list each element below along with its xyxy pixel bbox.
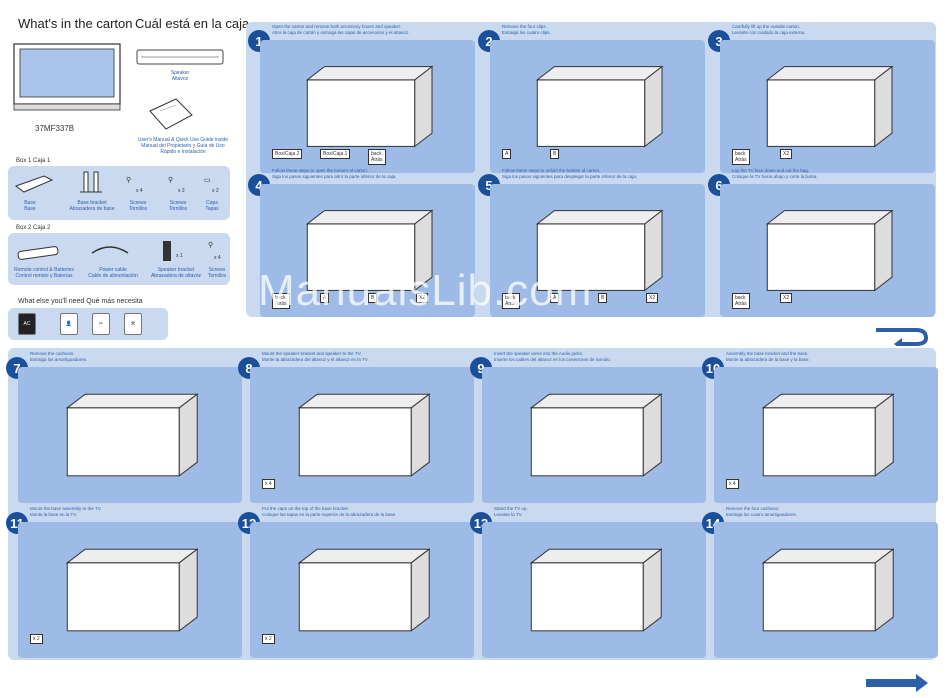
box2-title: Box 2 Caja 2	[16, 225, 51, 231]
need-panel: AC 👤 ✂ ⚒	[8, 308, 168, 340]
step-2-label: B	[550, 149, 560, 159]
screws-box2-label: Screws Tornillos	[207, 267, 227, 279]
step-6-label: back Atrás	[732, 293, 750, 309]
step-4-label: A	[320, 293, 330, 303]
screws-box2-count: x 4	[214, 255, 221, 261]
next-row-arrow-icon	[872, 322, 932, 351]
step-illustration-14	[714, 522, 938, 658]
screwdriver-icon: ⚒	[124, 313, 142, 335]
step-text-1: Open the carton and remove both accessor…	[272, 24, 410, 35]
step-text-11: Mount the base assembly to the TV. Monte…	[30, 506, 102, 517]
step-text-6: Lay the TV face down and cut the bag. Co…	[732, 168, 818, 179]
step-illustration-2	[490, 40, 705, 173]
base-bracket-label: Base bracket Abrazadera de base	[69, 200, 115, 212]
person-icon: 👤	[60, 313, 78, 335]
need-title: What else you'll need Qué más necesita	[18, 298, 143, 305]
step-8-label: x 4	[262, 479, 275, 489]
screws2-label: Screws Tornillos	[168, 200, 188, 212]
step-4-label: X2	[416, 293, 429, 303]
step-12-label: x 2	[262, 634, 275, 644]
remote-icon	[16, 241, 62, 268]
screws4-count: x 4	[136, 188, 143, 194]
screws4-icon: ⚲	[126, 177, 132, 184]
step-illustration-13	[482, 522, 706, 658]
step-1-label: Box/Caja 2	[272, 149, 303, 159]
step-illustration-8	[250, 367, 474, 503]
step-6-label: X2	[780, 293, 793, 303]
step-5-label: X2	[646, 293, 659, 303]
step-illustration-10	[714, 367, 938, 503]
power-cable-icon	[88, 241, 132, 270]
box1-panel: ⚲ x 4 ⚲ x 2 ▭ x 2 Base Base Base bracket…	[8, 166, 230, 220]
screws-box2-icon: ⚲	[208, 242, 214, 249]
step-5-label: B	[598, 293, 608, 303]
step-illustration-5	[490, 184, 705, 317]
caps-label: Caps Tapas	[205, 200, 219, 212]
step-3-label: X2	[780, 149, 793, 159]
speaker-bracket-label: Speaker bracket Abrazadera de altavoz	[150, 267, 202, 279]
step-illustration-3	[720, 40, 935, 173]
carton-title-es: Cuál está en la caja	[135, 16, 250, 31]
step-11-label: x 2	[30, 634, 43, 644]
box1-title: Box 1 Caja 1	[16, 158, 51, 164]
step-text-10: Assembly the base bracket and the base. …	[726, 351, 810, 362]
step-3-label: back Atrás	[732, 149, 750, 165]
tv-illustration	[12, 42, 122, 114]
base-icon	[14, 172, 54, 199]
step-1-label: Box/Caja 1	[320, 149, 351, 159]
step-2-label: A	[502, 149, 512, 159]
watermark: ManualsLib.com	[258, 266, 593, 315]
manual-illustration	[146, 97, 194, 133]
step-illustration-6	[720, 184, 935, 317]
step-4-label: back Atrás	[272, 293, 290, 309]
step-text-3: Carefully lift up the outside carton. Le…	[732, 24, 806, 35]
speaker-illustration	[135, 46, 225, 68]
base-label: Base Base	[24, 200, 36, 212]
outlet-icon: AC	[18, 313, 36, 335]
step-text-4: Follow these steps to open the bottom of…	[272, 168, 397, 179]
step-text-5: Follow these steps to unfold the bottom …	[502, 168, 638, 179]
screws2-icon: ⚲	[168, 177, 174, 184]
step-illustration-1	[260, 40, 475, 173]
step-10-label: x 4	[726, 479, 739, 489]
step-4-label: B	[368, 293, 378, 303]
step-text-12: Put the caps on the top of the base brac…	[262, 506, 397, 517]
model-number: 37MF337B	[35, 124, 75, 133]
step-text-14: Remove the four cushions. Extraiga los c…	[726, 506, 798, 517]
step-text-9: Insert the speaker wires into the Audio …	[494, 351, 612, 362]
step-illustration-4	[260, 184, 475, 317]
power-cable-label: Power cable Cable de alimentación	[88, 267, 138, 279]
next-page-arrow-icon	[864, 674, 930, 697]
box2-panel: x 1 ⚲ x 4 Remote control & Batteries Con…	[8, 233, 230, 285]
step-5-label: back Atrás	[502, 293, 520, 309]
caps-icon: ▭	[204, 177, 211, 184]
step-illustration-11	[18, 522, 242, 658]
step-illustration-7	[18, 367, 242, 503]
step-text-8: Mount the speaker bracket and speaker to…	[262, 351, 369, 362]
speaker-label: Speaker Altavoz	[170, 70, 190, 82]
carton-title-en: What's in the carton	[18, 16, 133, 31]
speaker-bracket-icon	[160, 239, 174, 268]
step-1-label: back Atrás	[368, 149, 386, 165]
step-text-13: Stand the TV up. Levante la TV.	[494, 506, 528, 517]
remote-label: Remote control & Batteries Control remot…	[14, 267, 74, 279]
scissors-icon: ✂	[92, 313, 110, 335]
speaker-bracket-count: x 1	[176, 253, 183, 259]
screws4-label: Screws Tornillos	[128, 200, 148, 212]
step-illustration-9	[482, 367, 706, 503]
screws2-count: x 2	[178, 188, 185, 194]
step-illustration-12	[250, 522, 474, 658]
manual-label: User's Manual & Quick Use Guide inside M…	[137, 137, 229, 155]
step-5-label: A	[550, 293, 560, 303]
step-text-7: Remove the cushions. Extraiga los amorti…	[30, 351, 88, 362]
caps-count: x 2	[212, 188, 219, 194]
step-text-2: Remove the four clips. Extraiga los cuat…	[502, 24, 551, 35]
base-bracket-icon	[76, 170, 106, 201]
